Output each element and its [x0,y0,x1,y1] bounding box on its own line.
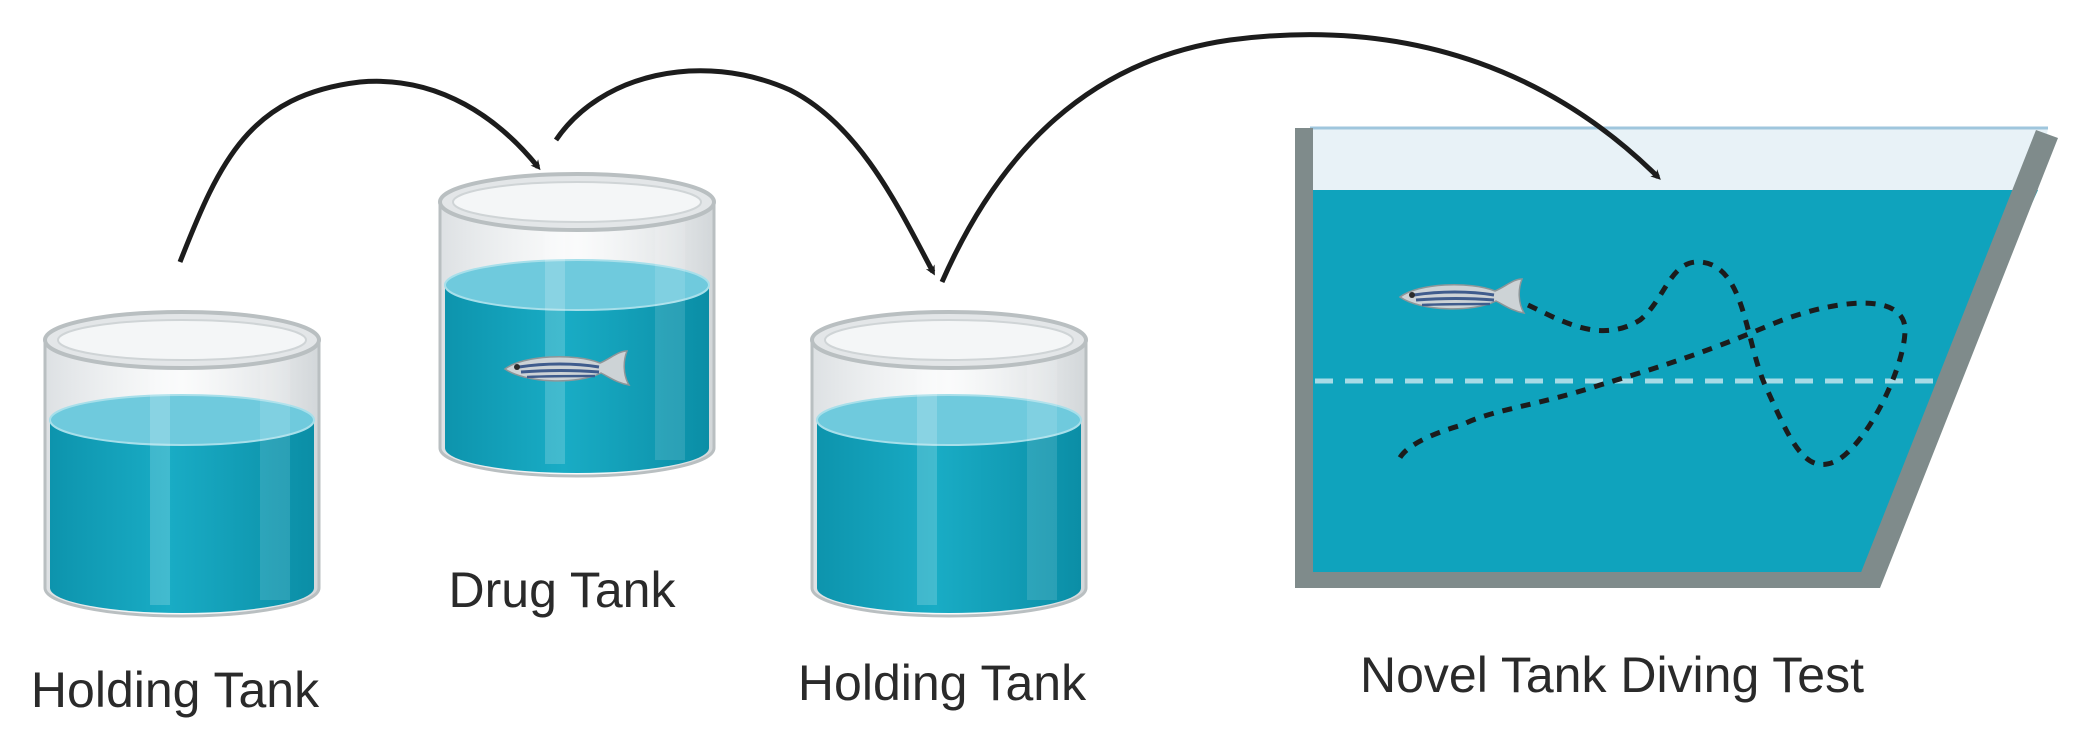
holding-tank-2 [810,310,1088,618]
novel-tank-label: Novel Tank Diving Test [1360,647,1864,703]
drug-tank [438,172,716,478]
holding-tank-2-label: Holding Tank [797,655,1087,711]
swim-path [1395,259,1908,467]
holding-tank-1 [43,310,321,618]
holding-tank-1-label: Holding Tank [30,662,320,718]
curved-arrow [939,32,1661,284]
curved-arrow [177,78,541,263]
curved-arrow [553,68,936,276]
novel-tank [1295,126,2058,588]
drug-tank-label: Drug Tank [448,562,676,618]
